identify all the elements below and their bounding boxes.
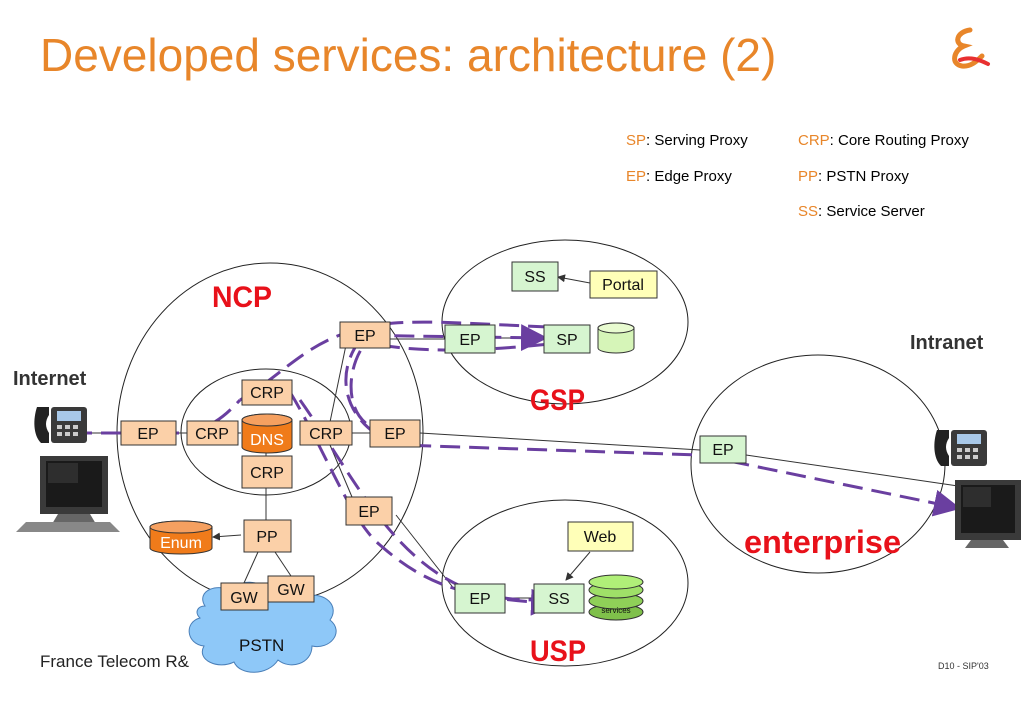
services-label: services: [601, 606, 630, 615]
node-crp-top: CRP: [241, 379, 293, 406]
node-label: SP: [556, 332, 577, 349]
node-pp: PP: [243, 519, 292, 553]
enterprise-label: enterprise: [744, 524, 901, 560]
legend-text: : Serving Proxy: [646, 132, 748, 149]
node-label: EP: [137, 426, 158, 443]
node-crp-bottom: CRP: [241, 455, 293, 489]
legend-text: : Service Server: [818, 203, 925, 220]
node-label: EP: [354, 328, 375, 345]
node-gw-2: GW: [267, 575, 315, 603]
legend-item-pp: PP: PSTN Proxy: [798, 168, 909, 185]
intranet-label: Intranet: [910, 332, 984, 354]
node-label: EP: [459, 332, 480, 349]
node-ep-right: EP: [369, 419, 421, 448]
node-label: EP: [358, 504, 379, 521]
node-gw-1: GW: [220, 582, 269, 611]
pstn-label: PSTN: [239, 636, 284, 655]
legend-text: : PSTN Proxy: [818, 168, 909, 185]
legend-item-crp: CRP: Core Routing Proxy: [798, 132, 969, 149]
ip-phone-icon: [34, 407, 87, 443]
node-label: EP: [469, 591, 490, 608]
node-label: EP: [384, 426, 405, 443]
node-label: Enum: [160, 535, 202, 552]
node-gsp-ep: EP: [444, 324, 496, 354]
footer-text: France Telecom R&: [40, 652, 189, 671]
node-ep-ncp-bottom: EP: [345, 496, 393, 526]
services-database-icon: services: [588, 574, 644, 621]
node-label: CRP: [250, 385, 284, 402]
gsp-label: GSP: [530, 384, 585, 417]
node-label: CRP: [250, 465, 284, 482]
gsp-database-icon: [597, 322, 635, 354]
legend-item-sp: SP: Serving Proxy: [626, 132, 748, 149]
gsp-domain: [441, 239, 689, 405]
usp-label: USP: [530, 635, 586, 668]
node-ep-ncp-top: EP: [339, 321, 391, 349]
node-label: SS: [548, 591, 569, 608]
legend-abbr: SP: [626, 132, 647, 149]
legend-abbr: SS: [798, 203, 819, 220]
node-gsp-portal: Portal: [589, 270, 658, 299]
node-label: CRP: [309, 426, 343, 443]
computer-icon: [955, 480, 1021, 548]
node-gsp-sp: SP: [543, 324, 591, 354]
legend-abbr: PP: [798, 168, 819, 185]
node-label: GW: [230, 590, 258, 607]
node-label: CRP: [195, 426, 229, 443]
node-label: EP: [712, 442, 733, 459]
node-crp-right: CRP: [299, 420, 353, 446]
legend-item-ss: SS: Service Server: [798, 203, 925, 220]
slide-reference: D10 - SIP'03: [938, 661, 989, 671]
legend-text: : Core Routing Proxy: [829, 132, 969, 149]
node-enum: Enum: [149, 520, 213, 555]
node-gsp-ss: SS: [511, 261, 559, 292]
node-usp-ep: EP: [454, 583, 506, 614]
legend-text: : Edge Proxy: [646, 168, 732, 185]
node-label: Portal: [602, 277, 644, 294]
node-dns: DNS: [241, 413, 293, 454]
legend-abbr: CRP: [798, 132, 830, 149]
node-usp-web: Web: [567, 521, 634, 552]
legend-item-ep: EP: Edge Proxy: [626, 168, 732, 185]
node-ep-internet: EP: [120, 420, 177, 446]
node-label: PP: [256, 529, 277, 546]
node-usp-ss: SS: [533, 583, 585, 614]
computer-icon: [16, 456, 120, 532]
node-label: GW: [277, 582, 305, 599]
node-enterprise-ep: EP: [699, 435, 747, 464]
ncp-label: NCP: [212, 281, 272, 314]
internet-label: Internet: [13, 368, 87, 390]
page-title: Developed services: architecture (2): [40, 29, 777, 81]
node-crp-left: CRP: [186, 420, 239, 446]
legend-abbr: EP: [626, 168, 647, 185]
ip-phone-icon: [934, 430, 987, 466]
node-label: DNS: [250, 432, 284, 449]
node-label: SS: [524, 269, 545, 286]
node-label: Web: [584, 529, 617, 546]
